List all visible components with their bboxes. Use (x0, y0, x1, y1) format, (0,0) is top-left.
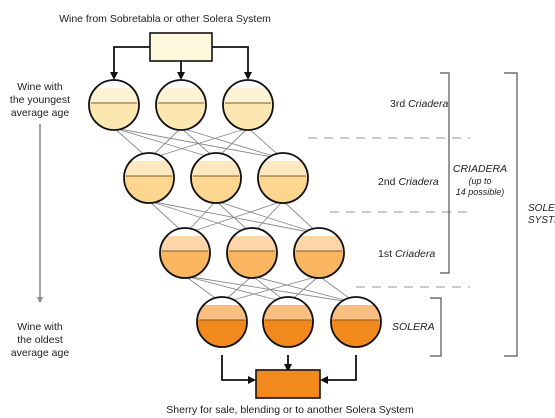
barrel-grid (88, 79, 382, 348)
solera-system-bracket (504, 72, 518, 357)
barrel-row-2-3 (257, 152, 309, 204)
criadera-label: CRIADERA (up to 14 possible) (453, 163, 507, 197)
barrel-row-3-1 (88, 79, 140, 131)
barrel-row-2-1 (123, 152, 175, 204)
criadera-title: CRIADERA (453, 163, 507, 175)
solera-bracket (430, 297, 442, 357)
solera-system-line-1: SOLERA (528, 203, 555, 214)
row-label-solera: SOLERA (392, 321, 435, 333)
bottom-output-arrows (221, 355, 357, 384)
row-label-1st-criadera: 1st Criadera (378, 248, 435, 260)
oldest-line-1: Wine with (17, 321, 63, 333)
criadera-note-2: 14 possible) (456, 187, 505, 197)
top-feed-arrows (110, 46, 252, 80)
youngest-age-label: Wine with the youngest average age (10, 81, 70, 119)
youngest-line-1: Wine with (17, 81, 63, 93)
barrel-solera-3 (330, 296, 382, 348)
barrel-row-2-2 (190, 152, 242, 204)
oldest-line-3: average age (11, 347, 70, 359)
criadera-bracket (440, 72, 450, 274)
top-source-tank (149, 32, 213, 62)
youngest-line-3: average age (11, 107, 70, 119)
transfer-arrows (113, 127, 357, 306)
barrel-row-1-2 (226, 227, 278, 279)
solera-system-line-2: SYSTEM (528, 215, 555, 226)
row-label-2nd-criadera: 2nd Criadera (378, 176, 439, 188)
oldest-age-label: Wine with the oldest average age (11, 321, 70, 359)
solera-system-label: SOLERA SYSTEM (528, 203, 555, 226)
barrel-row-3-2 (155, 79, 207, 131)
youngest-line-2: the youngest (10, 94, 70, 106)
oldest-line-2: the oldest (17, 334, 63, 346)
barrel-row-1-1 (159, 227, 211, 279)
row-separators (308, 137, 470, 288)
barrel-solera-1 (196, 296, 248, 348)
bottom-output-label: Sherry for sale, blending or to another … (166, 404, 414, 416)
barrel-row-3-3 (222, 79, 274, 131)
top-source-label: Wine from Sobretabla or other Solera Sys… (59, 13, 271, 25)
criadera-note-1: (up to (468, 176, 491, 186)
barrel-solera-2 (262, 296, 314, 348)
transfer-arrow (184, 200, 284, 236)
barrel-row-1-3 (293, 227, 345, 279)
transfer-arrow (221, 275, 320, 305)
row-label-3rd-criadera: 3rd Criadera (390, 98, 449, 110)
bottom-output-tank (255, 369, 321, 399)
transfer-arrow (148, 127, 249, 161)
